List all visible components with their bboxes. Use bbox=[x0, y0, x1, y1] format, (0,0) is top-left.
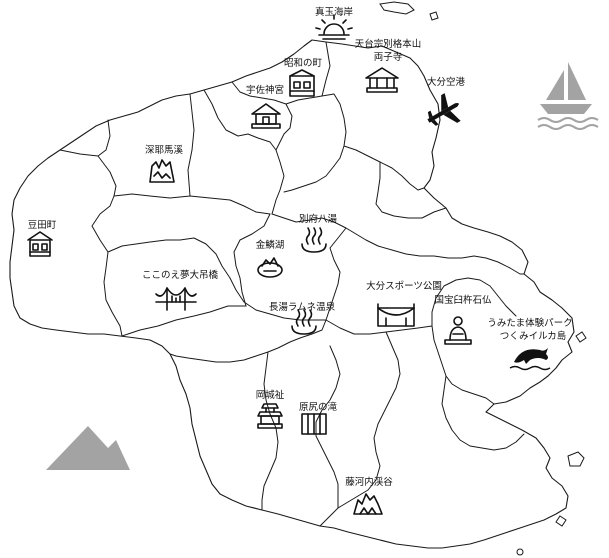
label-matama: 真玉海岸 bbox=[315, 6, 354, 18]
waterfall-icon bbox=[301, 413, 327, 435]
place-labels: 真玉海岸 天台宗別格本山 両子寺 昭和の町 宇佐神宮 大分空港 深耶馬溪 豆田町… bbox=[28, 6, 573, 488]
label-umitamago-1: うみたま体験パーク bbox=[487, 317, 572, 329]
sunset-icon bbox=[315, 14, 353, 40]
prefecture-outline bbox=[9, 39, 575, 549]
label-showa: 昭和の町 bbox=[284, 58, 323, 69]
castle-icon bbox=[257, 403, 283, 429]
label-oka: 岡城祉 bbox=[256, 390, 285, 401]
municipal-borders bbox=[59, 41, 525, 527]
label-kinrin: 金鱗湖 bbox=[256, 239, 285, 251]
label-fujikawachi: 藤河内渓谷 bbox=[345, 476, 393, 488]
label-airport: 大分空港 bbox=[427, 76, 466, 88]
label-beppu: 別府八湯 bbox=[299, 213, 338, 225]
label-harajiri: 原尻の滝 bbox=[299, 402, 338, 413]
stadium-icon bbox=[377, 303, 415, 327]
label-tendai: 天台宗別格本山 bbox=[355, 38, 422, 50]
label-umitamago-2: つくみイルカ島 bbox=[500, 330, 567, 342]
islands bbox=[379, 1, 587, 556]
dolphin-icon bbox=[509, 348, 551, 371]
suspension-bridge-icon bbox=[155, 287, 197, 311]
label-nagayu: 長湯ラムネ温泉 bbox=[269, 301, 336, 313]
label-mameda: 豆田町 bbox=[28, 220, 57, 231]
label-yabakei: 深耶馬溪 bbox=[145, 144, 184, 156]
hot-spring-icon bbox=[301, 227, 327, 253]
old-building-icon bbox=[289, 69, 315, 97]
temple-icon bbox=[365, 67, 399, 93]
label-stadium: 大分スポーツ公園 bbox=[366, 280, 442, 292]
lake-icon bbox=[257, 257, 283, 278]
mountain-icon bbox=[46, 426, 130, 470]
gorge-icon bbox=[353, 493, 383, 515]
label-kokonoe: ここのえ夢大吊橋 bbox=[142, 269, 219, 281]
sailboat-icon bbox=[537, 62, 599, 130]
label-futago: 両子寺 bbox=[374, 52, 403, 63]
airplane-icon bbox=[427, 93, 461, 126]
label-usa: 宇佐神宮 bbox=[246, 84, 284, 96]
townhouse-icon bbox=[27, 231, 53, 257]
label-usuki: 国宝臼杵石仏 bbox=[434, 294, 492, 306]
buddha-statue-icon bbox=[444, 316, 472, 345]
shrine-icon bbox=[251, 103, 281, 129]
hot-spring-icon bbox=[291, 309, 317, 335]
rock-formation-icon bbox=[149, 159, 175, 183]
